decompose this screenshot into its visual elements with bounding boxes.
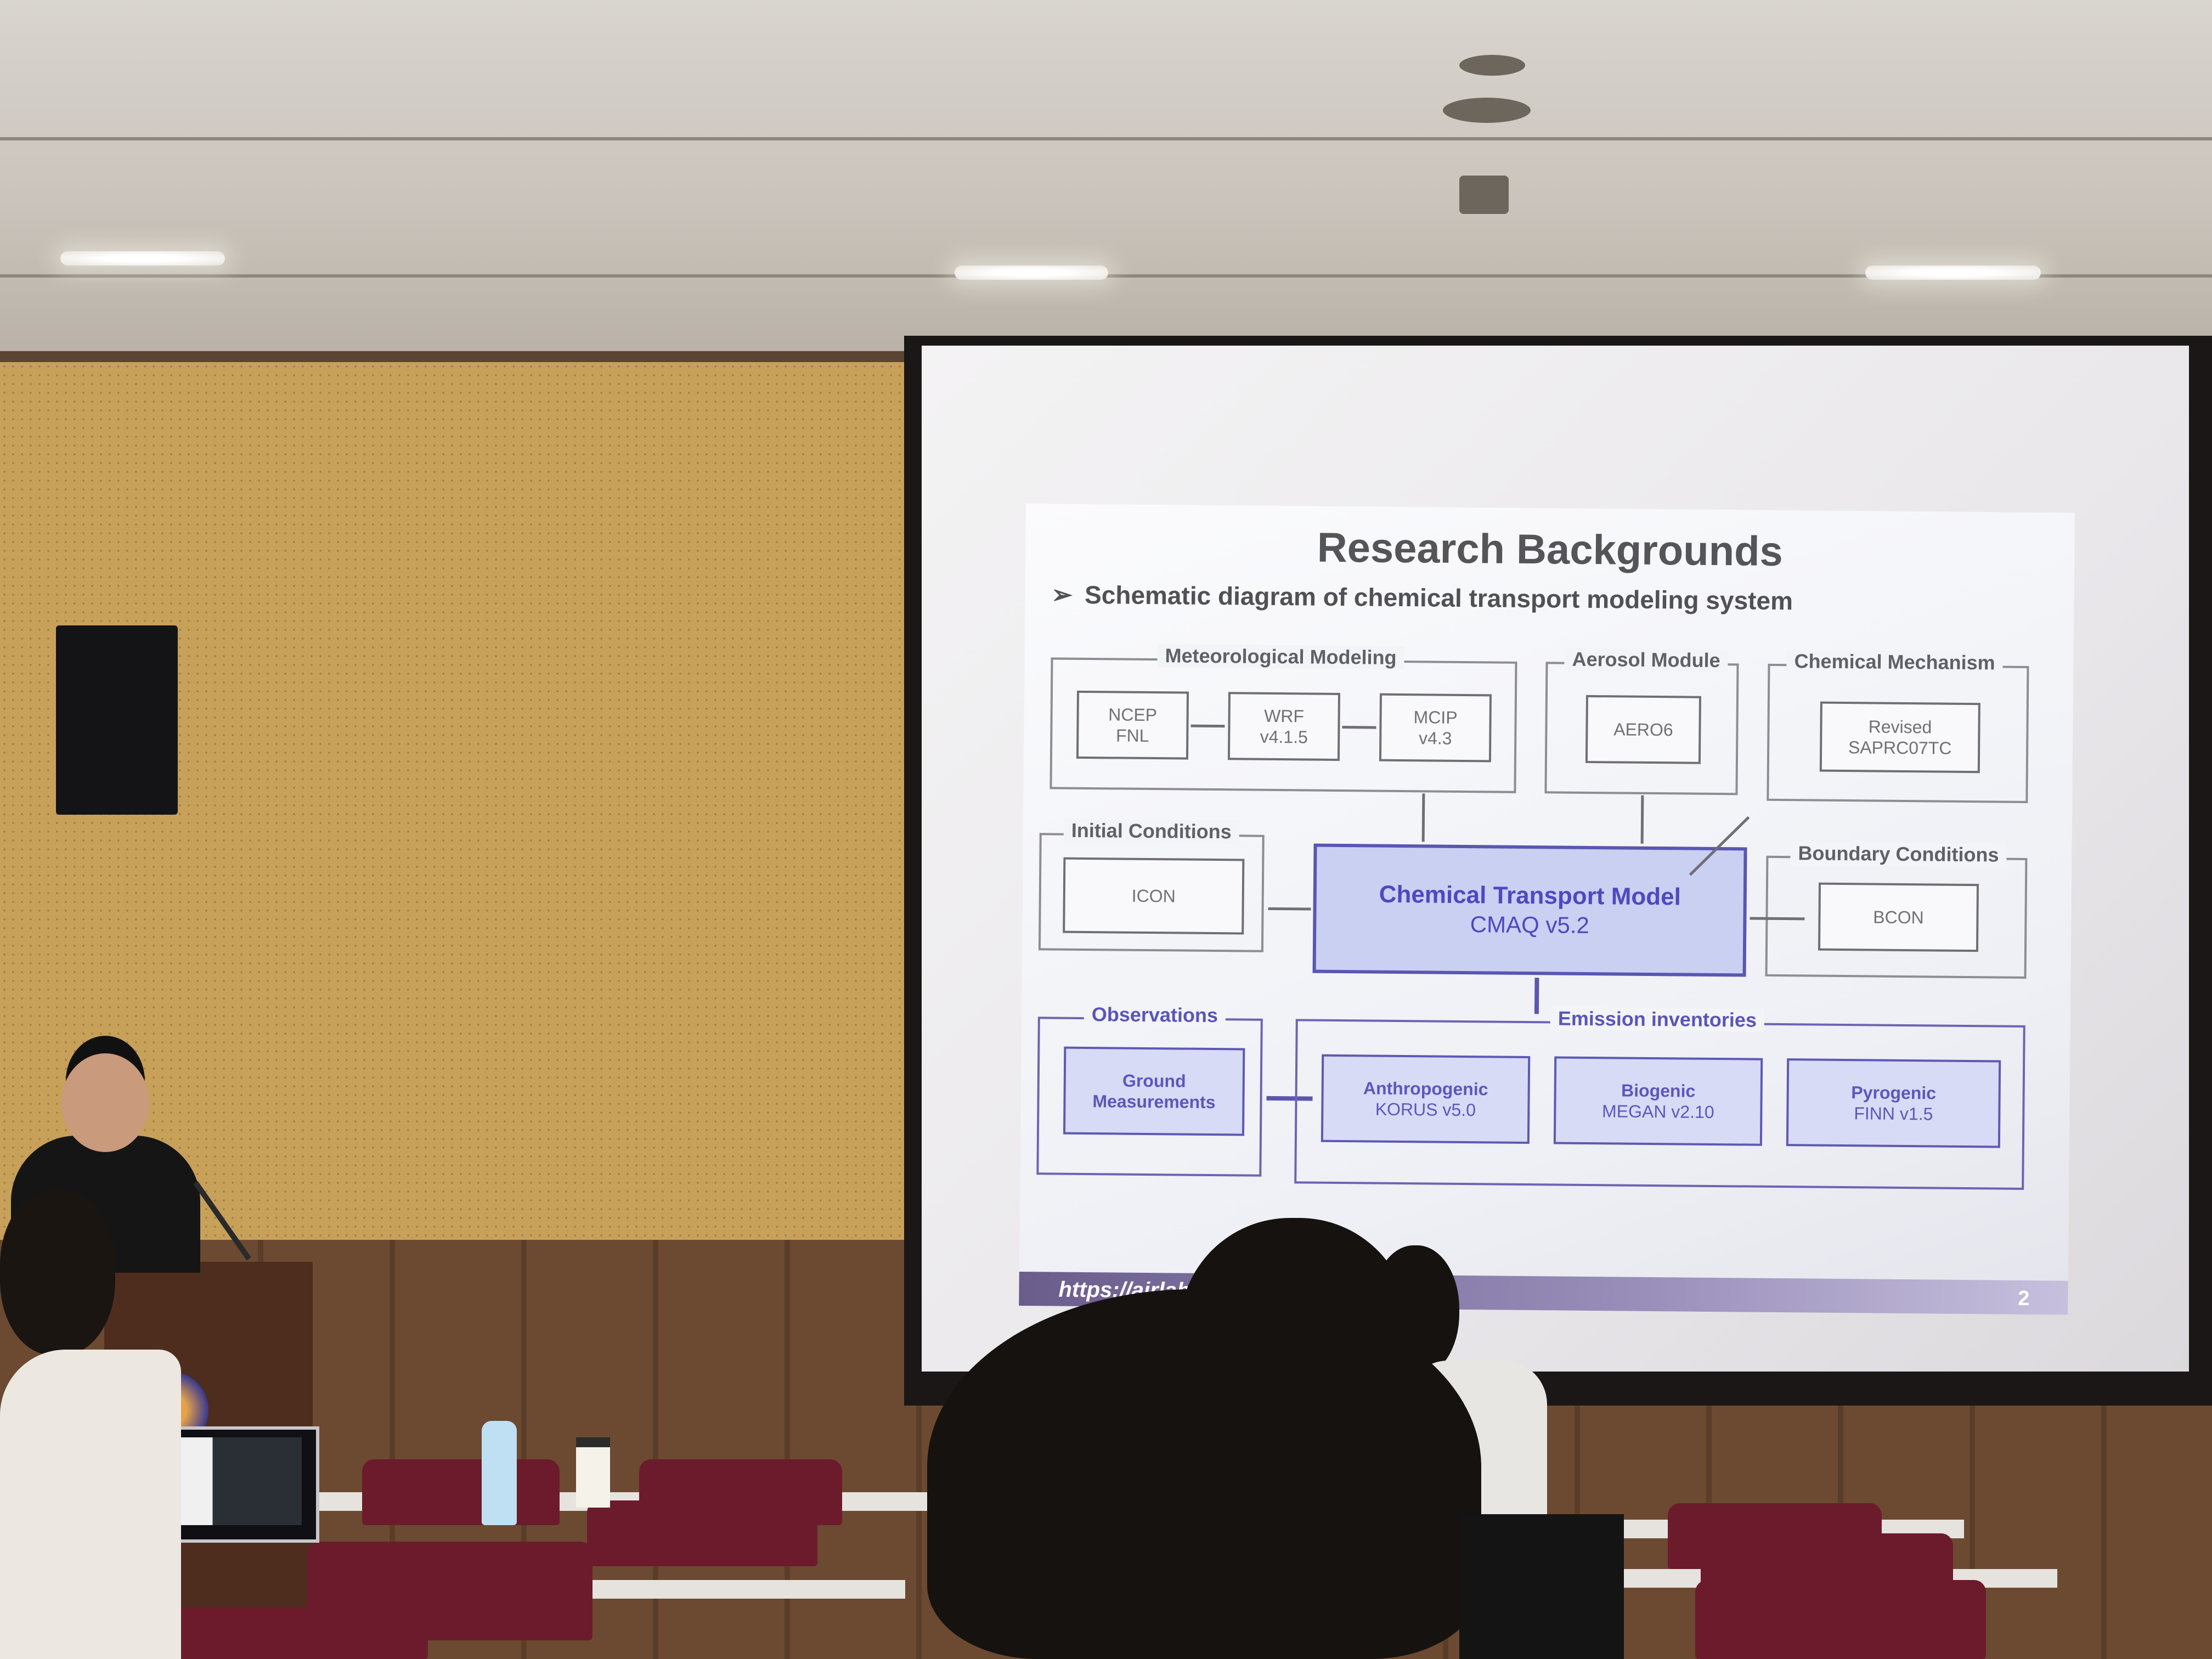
desk [576, 1580, 905, 1599]
ceiling-speaker [1443, 98, 1531, 123]
group-label: Observations [1084, 1002, 1226, 1028]
ceiling-light [60, 251, 225, 266]
box-line: Anthropogenic [1363, 1078, 1488, 1099]
ctm-title: Chemical Transport Model [1379, 881, 1681, 911]
group-label: Initial Conditions [1063, 819, 1239, 844]
attendee [1459, 1514, 1624, 1659]
box-line: SAPRC07TC [1848, 737, 1952, 758]
arrow-right-icon [1190, 724, 1225, 728]
attendee [0, 1350, 181, 1659]
laptop-screen [165, 1437, 302, 1525]
attendee-head [927, 1289, 1481, 1659]
box-chemical-transport-model: Chemical Transport Model CMAQ v5.2 [1312, 843, 1747, 977]
wall-loudspeaker [56, 625, 178, 815]
arrow-up-icon [1534, 978, 1539, 1014]
audience-chair [362, 1459, 560, 1525]
box-line: Revised [1868, 716, 1932, 737]
box-line: WRF [1264, 706, 1305, 726]
group-initial-conditions: Initial Conditions ICON [1038, 819, 1265, 952]
box-line: Pyrogenic [1851, 1082, 1937, 1103]
box-bcon: BCON [1818, 882, 1979, 952]
ceiling-light [955, 266, 1108, 280]
slide-subtitle-text: Schematic diagram of chemical transport … [1084, 580, 1793, 616]
box-line: Biogenic [1621, 1080, 1696, 1101]
attendee-head [0, 1190, 115, 1355]
ceiling-beam [0, 137, 2212, 140]
ceiling-light [1865, 266, 2041, 280]
group-aerosol-module: Aerosol Module AERO6 [1544, 647, 1739, 795]
arrow-down-icon [1421, 793, 1425, 842]
group-label: Aerosol Module [1564, 647, 1728, 673]
box-icon: ICON [1063, 857, 1245, 935]
laptop [154, 1426, 319, 1543]
box-line: v4.3 [1418, 728, 1452, 748]
slide-title: Research Backgrounds [1317, 524, 1784, 575]
arrow-right-icon [1268, 907, 1311, 911]
presentation-slide: Research Backgrounds ➢ Schematic diagram … [1019, 504, 2075, 1315]
box-line: ICON [1131, 885, 1176, 906]
box-line: Ground [1122, 1070, 1186, 1091]
presenter-head [61, 1053, 149, 1152]
box-line: FINN v1.5 [1854, 1103, 1933, 1124]
audience-chair [1695, 1580, 1986, 1659]
box-aero6: AERO6 [1585, 695, 1701, 764]
page-number: 2 [2018, 1286, 2030, 1311]
arrow-left-icon [1750, 917, 1805, 921]
group-label: Meteorological Modeling [1157, 644, 1404, 670]
box-line: FNL [1115, 725, 1149, 746]
audience-chair [587, 1500, 817, 1566]
water-bottle [482, 1421, 517, 1525]
group-label: Boundary Conditions [1790, 842, 2007, 867]
ceiling [0, 0, 2212, 379]
bullet-arrow-icon: ➢ [1051, 580, 1073, 609]
group-label: Chemical Mechanism [1786, 650, 2003, 675]
arrow-right-icon [1342, 726, 1376, 729]
arrow-down-icon [1640, 795, 1644, 844]
box-line: KORUS v5.0 [1375, 1099, 1476, 1120]
group-label: Emission inventories [1550, 1007, 1765, 1032]
box-line: BCON [1873, 907, 1924, 928]
box-line: MCIP [1413, 707, 1458, 727]
box-line: v4.1.5 [1260, 726, 1308, 747]
ceiling-speaker [1459, 55, 1525, 76]
box-line: AERO6 [1613, 719, 1673, 740]
coffee-cup [576, 1437, 610, 1508]
box-line: Measurements [1092, 1091, 1216, 1113]
box-line: MEGAN v2.10 [1601, 1101, 1714, 1122]
ctm-subtitle: CMAQ v5.2 [1470, 911, 1590, 938]
slide-subtitle: ➢ Schematic diagram of chemical transport… [1051, 579, 1793, 616]
ceiling-sensor [1459, 176, 1509, 214]
box-line: NCEP [1108, 704, 1158, 725]
